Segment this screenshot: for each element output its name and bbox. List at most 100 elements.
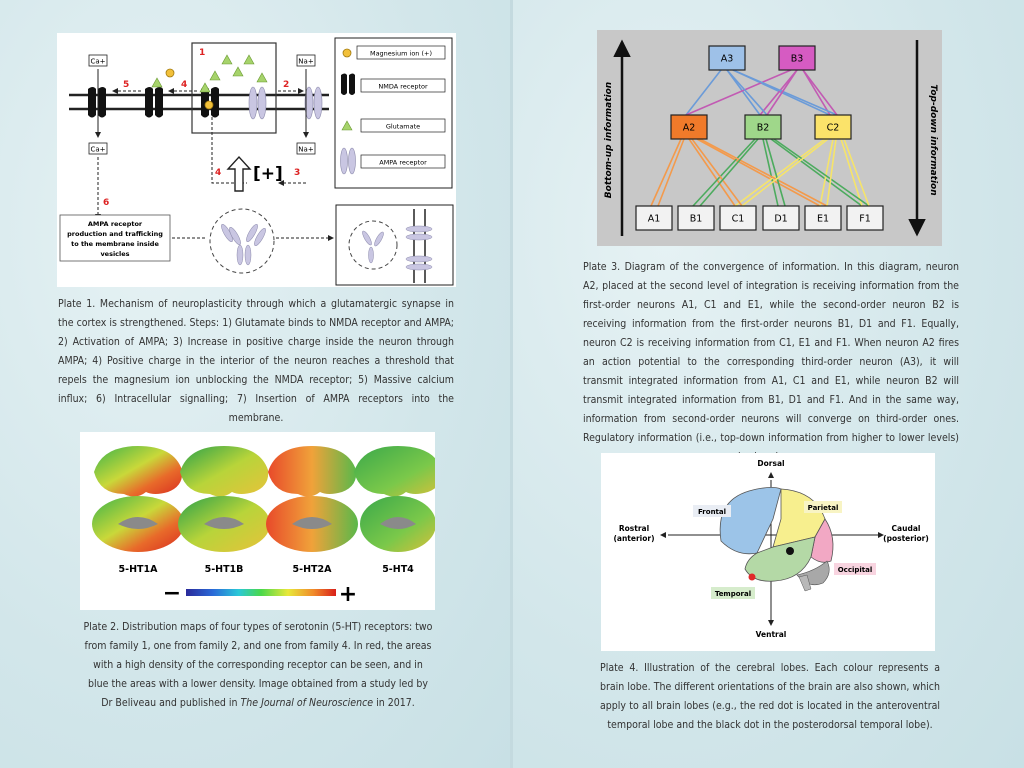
frontal-label: Frontal [698, 508, 726, 516]
dorsal-label: Dorsal [757, 459, 784, 468]
occipital-label: Occipital [838, 566, 873, 574]
left-page: Ca+ Ca+ Na+ Na+ [+] 1 2 3 4 [0, 0, 510, 768]
link-D1-B2 [765, 138, 786, 207]
link-C1-C2 [734, 138, 826, 207]
link-D1-B2 [762, 138, 779, 207]
scale-minus: − [163, 581, 181, 606]
receptor-5ht1a: 5-HT1A [119, 564, 159, 575]
link-F1-C2 [840, 138, 863, 207]
legend-glutamate: Glutamate [386, 123, 420, 131]
plate2-caption-end: in 2017. [373, 697, 415, 709]
bottom-up-label: Bottom-up information [604, 82, 614, 198]
link-B2-A3 [726, 69, 761, 116]
plate2-caption-journal: The Journal of Neuroscience [240, 697, 374, 709]
caudal-label: Caudal [892, 524, 921, 533]
neuron-label-d1: D1 [774, 214, 787, 225]
na-bottom-label: Na+ [298, 146, 314, 154]
step-6: 6 [103, 198, 109, 208]
link-A2-B3 [685, 69, 792, 116]
link-B2-B3 [766, 69, 798, 116]
link-E1-C2 [819, 138, 834, 207]
plate2-figure: 5-HT1A 5-HT1B 5-HT2A 5-HT4 − + [80, 432, 435, 610]
receptor-5ht2a: 5-HT2A [293, 564, 333, 575]
link-C1-A2 [688, 138, 736, 207]
neuron-label-a2: A2 [683, 123, 696, 134]
neuron-label-b3: B3 [791, 54, 804, 65]
plate4-caption: Plate 4. Illustration of the cerebral lo… [600, 662, 940, 731]
link-F1-B2 [773, 138, 870, 207]
plate1-caption: Plate 1. Mechanism of neuroplasticity th… [58, 298, 454, 424]
box-line-4: vesicles [100, 250, 129, 258]
receptor-5ht4: 5-HT4 [382, 564, 414, 575]
link-B1-B2 [692, 138, 756, 207]
link-C1-A2 [691, 138, 743, 207]
neuron-c1: C1 [719, 205, 757, 231]
neuron-label-b1: B1 [690, 214, 703, 225]
step-2: 2 [283, 80, 289, 90]
plate4-figure: Dorsal Ventral Rostral (anterior) Caudal… [601, 453, 935, 651]
link-B1-B2 [699, 138, 759, 207]
synapse-diagram: Ca+ Ca+ Na+ Na+ [+] 1 2 3 4 [59, 37, 454, 286]
caudal-sub-label: (posterior) [883, 534, 929, 543]
plate2-caption: Plate 2. Distribution maps of four types… [83, 618, 433, 713]
legend-ampa: AMPA receptor [379, 159, 427, 167]
step-1: 1 [199, 48, 205, 58]
ca-bottom-label: Ca+ [90, 146, 105, 154]
link-F1-B2 [770, 138, 863, 207]
link-B2-B3 [759, 69, 798, 116]
link-E1-A2 [696, 138, 821, 207]
step-5: 5 [123, 80, 129, 90]
neuron-b3: B3 [778, 45, 816, 71]
plate3-caption: Plate 3. Diagram of the convergence of i… [583, 261, 959, 463]
occipital-tag [834, 563, 876, 575]
legend-magnesium: Magnesium ion (+) [370, 50, 432, 58]
convergence-diagram: Bottom-up information Top-down informati… [604, 39, 938, 237]
cerebral-lobes-diagram: Dorsal Ventral Rostral (anterior) Caudal… [613, 459, 929, 639]
top-down-label: Top-down information [928, 84, 938, 195]
link-F1-C2 [843, 138, 870, 207]
plate1-figure: Ca+ Ca+ Na+ Na+ [+] 1 2 3 4 [57, 33, 456, 287]
rostral-label: Rostral [619, 524, 649, 533]
neuron-a1: A1 [635, 205, 673, 231]
neuron-a3: A3 [708, 45, 746, 71]
link-C1-C2 [741, 138, 829, 207]
scale-plus: + [339, 582, 357, 607]
link-E1-A2 [699, 138, 828, 207]
step-3: 3 [294, 168, 300, 178]
frontal-tag [693, 505, 731, 517]
temporal-label: Temporal [715, 590, 751, 598]
neuron-b1: B1 [677, 205, 715, 231]
neuron-label-b2: B2 [757, 123, 770, 134]
serotonin-maps: 5-HT1A 5-HT1B 5-HT2A 5-HT4 − + [92, 446, 435, 607]
link-B2-A3 [726, 69, 768, 116]
temporal-tag [711, 587, 755, 599]
box-line-3: to the membrane inside [71, 240, 159, 248]
link-E1-C2 [826, 138, 837, 207]
neuron-e1: E1 [804, 205, 842, 231]
density-color-scale [186, 589, 336, 596]
neuron-c2: C2 [814, 114, 852, 140]
neuron-d1: D1 [762, 205, 800, 231]
rostral-sub-label: (anterior) [613, 534, 654, 543]
box-line-1: AMPA receptor [88, 220, 143, 228]
parietal-tag [804, 501, 842, 513]
neuron-label-a1: A1 [648, 214, 661, 225]
link-A1-A2 [650, 138, 682, 207]
neuron-label-f1: F1 [859, 214, 871, 225]
medial-brains [92, 496, 435, 552]
red-dot [748, 573, 756, 581]
neuron-a2: A2 [670, 114, 708, 140]
box-line-2: production and trafficking [67, 230, 163, 238]
ventral-label: Ventral [756, 630, 787, 639]
neuron-f1: F1 [846, 205, 884, 231]
lateral-brains [94, 446, 435, 497]
link-A2-A3 [685, 69, 722, 116]
ca-top-label: Ca+ [90, 58, 105, 66]
link-C2-B3 [802, 69, 831, 116]
link-A1-A2 [657, 138, 685, 207]
neuron-label-a3: A3 [721, 54, 734, 65]
parietal-label: Parietal [808, 504, 839, 512]
right-page: Bottom-up information Top-down informati… [513, 0, 1024, 768]
plate3-figure: Bottom-up information Top-down informati… [597, 30, 942, 246]
link-C2-B3 [802, 69, 838, 116]
